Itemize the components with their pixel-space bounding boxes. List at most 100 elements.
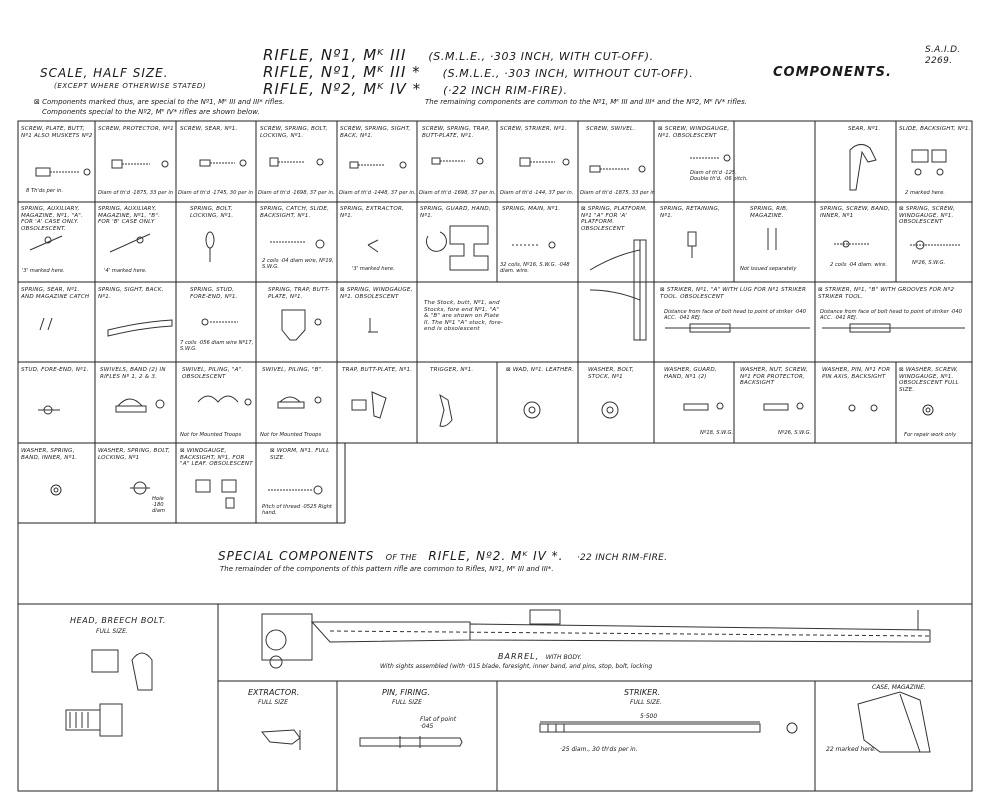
title-rifle-2-sub: (S.M.L.E., ·303 INCH, WITHOUT CUT-OFF). — [442, 67, 694, 80]
title-rifle-2: RIFLE, Nº1, Mᴷ III * — [263, 63, 421, 81]
title-rifle-1-sub: (S.M.L.E., ·303 INCH, WITH CUT-OFF). — [428, 50, 654, 63]
cell-note-worm: Pitch of thread ·0525 Right hand. — [262, 504, 332, 516]
extractor-title: EXTRACTOR. — [248, 688, 300, 697]
sheet-frame — [17, 120, 973, 792]
components-heading: COMPONENTS. — [773, 65, 892, 80]
title-line-2: RIFLE, Nº1, Mᴷ III * (S.M.L.E., ·303 INCH… — [263, 63, 693, 81]
cell-note-screw-spring-sight-back: Diam of th'd ·1448, 37 per in. — [339, 190, 416, 196]
cell-note-spring-extractor: '3' marked here. — [352, 266, 395, 272]
title-line-1: RIFLE, Nº1, Mᴷ III (S.M.L.E., ·303 INCH, … — [263, 46, 654, 64]
cell-note-striker-a: Distance from face of bolt head to point… — [664, 309, 806, 321]
case-magazine-note: 22 marked here. — [826, 746, 876, 753]
cell-label-spring-stud-fore-end: SPRING, STUD, FORE-END, Nº1. — [190, 287, 238, 300]
head-breech-bolt-sub: FULL SIZE. — [96, 628, 128, 635]
title-rifle-3-sub: (·22 INCH RIM-FIRE). — [443, 84, 568, 97]
cell-label-swivels-band: SWIVELS, BAND (2) In Rifles Nº 1, 2 & 3. — [100, 367, 166, 380]
cell-note-screw-swivel: Diam of th'd ·1875, 33 per in — [580, 190, 656, 196]
cell-note-screw-windgauge: Diam of th'd ·125. Double th'd, ·06 pitc… — [690, 170, 748, 182]
scale-label: SCALE, HALF SIZE. — [40, 66, 169, 80]
cell-label-screw-protector: SCREW, PROTECTOR, Nº1 — [98, 126, 174, 132]
cell-label-washer-screw-windgauge: ⊠ WASHER, SCREW, WINDGAUGE, Nº1. Obsoles… — [899, 367, 959, 393]
cell-label-washer-spring-bolt: WASHER, SPRING, BOLT, LOCKING, Nº1 — [98, 448, 171, 461]
legend-note-1b: The remaining components are common to t… — [425, 98, 747, 106]
cell-label-stud-fore-end: STUD, FORE-END, Nº1. — [21, 367, 89, 373]
cell-label-washer-nut-screw: WASHER, NUT, SCREW, Nº1 For Protector, b… — [740, 367, 808, 387]
cell-note-screw-protector: Diam of th'd ·1875, 33 per in — [98, 190, 174, 196]
cell-label-spring-bolt-locking: SPRING, BOLT, LOCKING, Nº1. — [190, 206, 234, 219]
striker-dim: 5·500 — [640, 713, 658, 720]
cell-label-spring-sear: SPRING, SEAR, Nº1. and magazine catch — [21, 287, 90, 300]
cell-label-spring-screw-band: SPRING, SCREW, BAND, INNER, Nº1 — [820, 206, 890, 219]
cell-note-spring-screw-windgauge: Nº26, S.W.G. — [912, 260, 946, 266]
striker-title: STRIKER. — [624, 688, 661, 697]
cell-label-washer-pin: WASHER, PIN, Nº1 For Pin axis, backsight — [822, 367, 891, 380]
legend-note-2: Components special to the Nº2, Mᴷ IV* ri… — [42, 108, 260, 116]
cell-label-washer-bolt-stock: WASHER, BOLT, STOCK, Nº1 — [588, 367, 634, 380]
cell-note-washer-screw-windgauge: For repair work only — [904, 432, 957, 438]
cell-note-screw-striker: Diam of th'd ·144, 37 per in. — [500, 190, 574, 196]
striker-sub: FULL SIZE. — [630, 699, 662, 706]
cell-note-screw-spring-trap: Diam of th'd ·1698, 37 per in. — [419, 190, 496, 196]
cell-label-spring-rib-magazine: SPRING, RIB, MAGAZINE. — [750, 206, 789, 219]
cell-note-spring-stud-fore-end: 7 coils ·056 diam wire Nº17, S.W.G. — [180, 340, 254, 352]
cell-note-screw-sear: Diam of th'd ·1745, 30 per in — [178, 190, 254, 196]
cell-note-washer-spring-bolt: Hole ·180 diam — [152, 496, 165, 514]
cell-label-stock-note: The Stock, butt, Nº1, and Stocks, fore e… — [424, 300, 504, 333]
cell-label-spring-platform: ⊠ SPRING, PLATFORM, Nº1 "A" For 'A' plat… — [581, 206, 648, 232]
cell-note-striker-b: Distance from face of bolt head to point… — [820, 309, 962, 321]
case-magazine-title: CASE, MAGAZINE. — [872, 684, 926, 691]
cell-label-sear: SEAR, Nº1. — [848, 126, 881, 132]
cell-note-spring-main: 32 coils, Nº16, S.W.G. ·048 diam. wire. — [500, 262, 570, 274]
special-title-of: OF THE — [385, 553, 417, 562]
title-rifle-1: RIFLE, Nº1, Mᴷ III — [263, 46, 407, 64]
extractor-sub: FULL SIZE — [258, 699, 288, 706]
pin-firing-sub: FULL SIZE — [392, 699, 422, 706]
special-title: SPECIAL COMPONENTS OF THE RIFLE, Nº2. Mᴷ… — [218, 545, 667, 564]
pin-firing-title: PIN, FIRING. — [382, 688, 430, 697]
cell-label-swivel-piling-a: SWIVEL, PILING, "A". Obsolescent — [182, 367, 244, 380]
cell-label-spring-main: SPRING, MAIN, Nº1. — [502, 206, 561, 212]
cell-note-spring-aux-mag-a: '3' marked here. — [22, 268, 65, 274]
cell-note-screw-spring-bolt-locking: Diam of th'd ·1698, 37 per in. — [258, 190, 335, 196]
cell-label-spring-screw-windgauge: ⊠ SPRING, SCREW, WINDGAUGE, Nº1. Obsoles… — [899, 206, 955, 226]
cell-label-spring-aux-mag-a: SPRING, AUXILIARY, MAGAZINE, Nº1, "A". F… — [21, 206, 84, 232]
cell-label-slide-backsight: SLIDE, BACKSIGHT, Nº1. — [899, 126, 971, 132]
cell-note-screw-plate-butt: 8 Th'ds per in. — [26, 188, 64, 194]
cell-label-washer-guard-hand: WASHER, GUARD, HAND, Nº1 (2) — [664, 367, 717, 380]
cell-label-swivel-piling-b: SWIVEL, PILING, "B". — [262, 367, 324, 373]
barrel-note: With sights assembled (with ·015 blade, … — [380, 663, 653, 670]
head-breech-bolt-title: HEAD, BREECH BOLT. — [70, 616, 167, 625]
cell-label-screw-plate-butt: SCREW, PLATE, BUTT, Nº1 also Muskets Nº2 — [21, 126, 93, 139]
special-title-b: RIFLE, Nº2. Mᴷ IV *. — [428, 549, 564, 563]
cell-note-swivel-piling-b: Not for Mounted Troops — [260, 432, 322, 438]
cell-label-screw-spring-sight-back: SCREW, SPRING, SIGHT, BACK, Nº1. — [340, 126, 411, 139]
drawing-number: 2269. — [925, 56, 953, 66]
cell-label-spring-sight-back: SPRING, SIGHT, BACK, Nº1. — [98, 287, 164, 300]
cell-label-spring-aux-mag-b: SPRING, AUXILIARY, MAGAZINE, Nº1, "B". F… — [98, 206, 161, 226]
title-rifle-3: RIFLE, Nº2, Mᴷ IV * — [263, 80, 422, 98]
cell-label-spring-extractor: SPRING, EXTRACTOR, Nº1. — [340, 206, 405, 219]
barrel-title-with: WITH BODY. — [545, 654, 582, 661]
scale-note: (EXCEPT WHERE OTHERWISE STATED) — [54, 82, 207, 90]
cell-label-wad: ⊠ WAD, Nº1. Leather. — [506, 367, 575, 373]
cell-label-screw-windgauge: ⊠ SCREW, WINDGAUGE, Nº1. Obsolescent — [658, 126, 730, 139]
pin-firing-note: Flat of point ·045 — [420, 716, 457, 730]
barrel-title-main: BARREL, — [498, 652, 540, 661]
special-subtitle: The remainder of the components of this … — [220, 565, 554, 573]
title-line-3: RIFLE, Nº2, Mᴷ IV * (·22 INCH RIM-FIRE). — [263, 80, 568, 98]
cell-label-screw-spring-bolt-locking: SCREW, SPRING, BOLT, LOCKING, Nº1. — [260, 126, 328, 139]
cell-label-spring-trap-butt-plate: SPRING, TRAP, BUTT-PLATE, Nº1. — [268, 287, 330, 300]
cell-note-washer-guard-hand: Nº18, S.W.G. — [700, 430, 734, 436]
cell-label-screw-sear: SCREW, SEAR, Nº1. — [180, 126, 238, 132]
special-title-a: SPECIAL COMPONENTS — [218, 549, 375, 563]
cell-label-trap-butt-plate: TRAP, BUTT-PLATE, Nº1. — [342, 367, 413, 373]
cell-note-spring-catch-slide: 2 coils ·04 diam wire, Nº19, S.W.G. — [262, 258, 334, 270]
cell-note-spring-screw-band: 2 coils ·04 diam. wire. — [830, 262, 888, 268]
cell-label-screw-spring-trap: SCREW, SPRING, TRAP, BUTT-PLATE, Nº1. — [422, 126, 490, 139]
cell-note-swivel-piling-a: Not for Mounted Troops — [180, 432, 242, 438]
cell-label-spring-catch-slide: SPRING, CATCH, SLIDE, BACKSIGHT, Nº1. — [260, 206, 330, 219]
cell-label-striker-b: ⊠ STRIKER, Nº1, "B" With grooves for Nº2… — [818, 287, 955, 300]
special-title-c: ·22 INCH RIM-FIRE. — [576, 553, 668, 563]
said-label: S.A.I.D. — [925, 45, 961, 55]
